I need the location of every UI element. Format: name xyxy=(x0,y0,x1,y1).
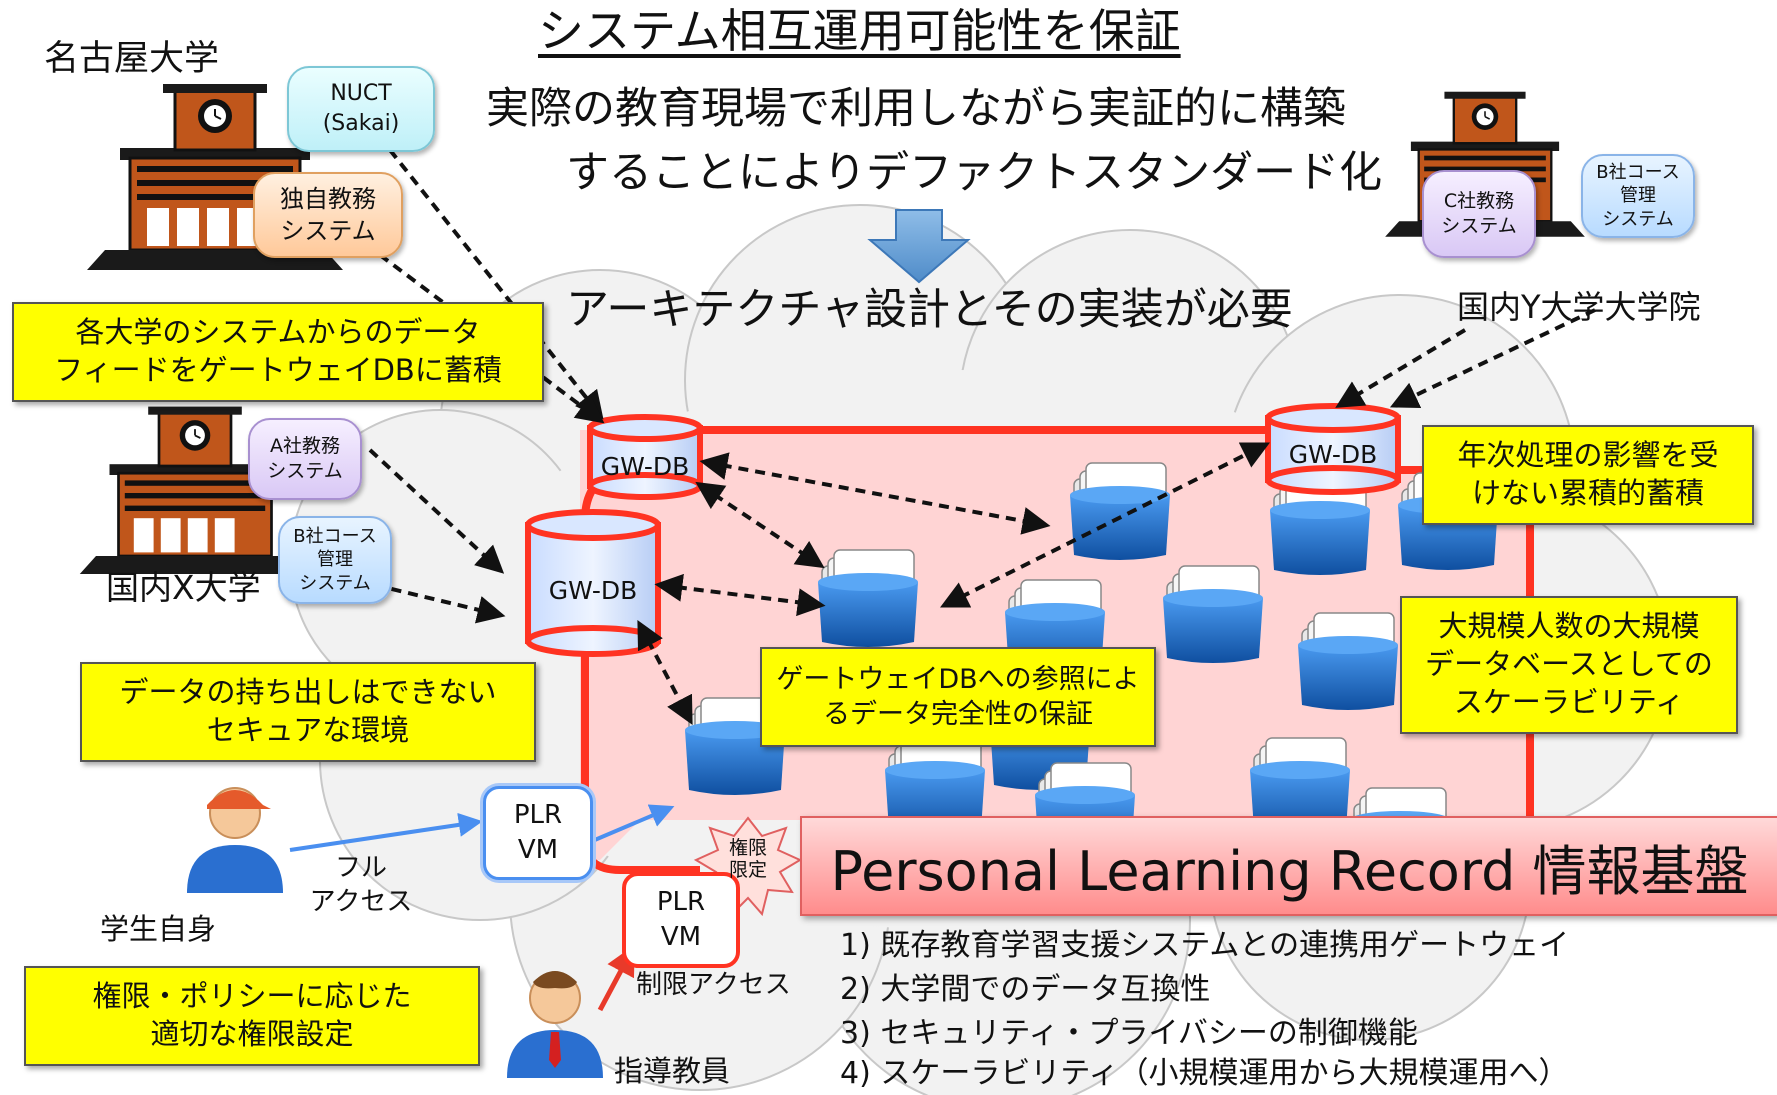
system-b-course-y: B社コース 管理 システム xyxy=(1581,154,1695,238)
plr-title-banner: Personal Learning Record 情報基盤 xyxy=(800,816,1777,916)
architecture-heading: アーキテクチャ設計とその実装が必要 xyxy=(566,285,1293,335)
full-access-label: フル アクセス xyxy=(309,853,413,917)
gw-db-label-nagoya: GW-DB xyxy=(600,452,690,481)
limited-badge-label: 権限 限定 xyxy=(728,837,767,881)
subtitle-line1: 実際の教育現場で利用しながら実証的に構築 xyxy=(486,84,1346,134)
system-b-course-x: B社コース 管理 システム xyxy=(278,516,392,604)
page-title: システム相互運用可能性を保証 xyxy=(538,4,1181,58)
callout-data-feed: 各大学のシステムからのデータ フィードをゲートウェイDBに蓄積 xyxy=(12,302,544,402)
system-a-academic: A社教務 システム xyxy=(248,418,362,500)
feature-item-3: 3) セキュリティ・プライバシーの制御機能 xyxy=(840,1016,1418,1051)
callout-permissions: 権限・ポリシーに応じた 適切な権限設定 xyxy=(24,966,480,1066)
callout-annual: 年次処理の影響を受 けない累積的蓄積 xyxy=(1422,425,1754,525)
student-label: 学生自身 xyxy=(100,912,217,946)
subtitle-line2: することによりデファクトスタンダード化 xyxy=(566,148,1383,198)
gw-db-label-x: GW-DB xyxy=(548,576,638,605)
callout-scalability: 大規模人数の大規模 データベースとしての スケーラビリティ xyxy=(1400,596,1738,734)
feature-item-4: 4) スケーラビリティ（小規模運用から大規模運用へ） xyxy=(840,1056,1569,1091)
feature-item-2: 2) 大学間でのデータ互換性 xyxy=(840,972,1211,1007)
callout-integrity: ゲートウェイDBへの参照によ るデータ完全性の保証 xyxy=(760,647,1156,747)
limited-access-label: 制限アクセス xyxy=(636,970,791,1000)
university-x: 国内X大学 xyxy=(106,568,261,607)
gw-db-cylinder-y xyxy=(1265,403,1401,495)
gw-db-label-y: GW-DB xyxy=(1288,440,1378,469)
feature-item-1: 1) 既存教育学習支援システムとの連携用ゲートウェイ xyxy=(840,928,1570,963)
plr-vm-student: PLR VM xyxy=(483,786,593,880)
system-nuct: NUCT (Sakai) xyxy=(287,66,435,152)
down-arrow-icon xyxy=(867,209,971,284)
system-c-academic: C社教務 システム xyxy=(1422,170,1536,258)
university-nagoya: 名古屋大学 xyxy=(44,39,220,79)
student-icon xyxy=(186,787,284,894)
plr-vm-advisor: PLR VM xyxy=(622,872,740,968)
callout-secure-env: データの持ち出しはできない セキュアな環境 xyxy=(80,662,536,762)
system-own-academic: 独自教務 システム xyxy=(253,172,403,258)
university-y: 国内Y大学大学院 xyxy=(1457,288,1701,326)
gw-db-cylinder-x xyxy=(525,509,661,657)
advisor-label: 指導教員 xyxy=(614,1054,731,1088)
teacher-icon xyxy=(506,971,604,1079)
